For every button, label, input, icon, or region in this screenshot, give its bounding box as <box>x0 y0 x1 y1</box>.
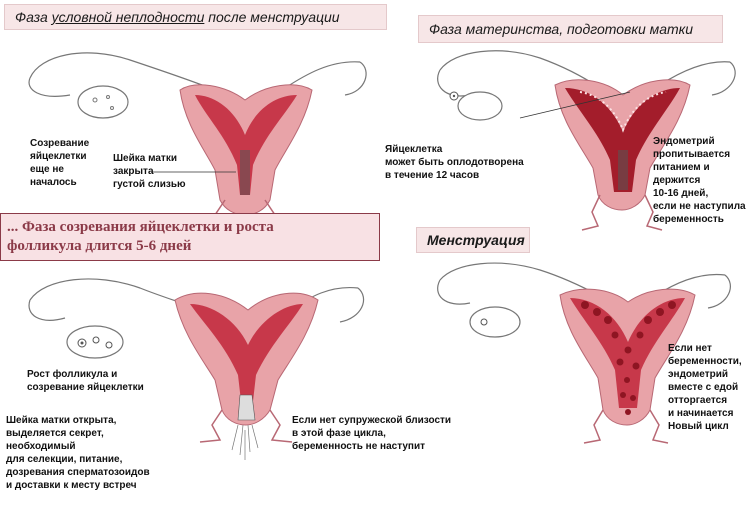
uterus-bottom-left <box>28 278 364 460</box>
sperm-cluster <box>231 424 259 460</box>
uterus-bottom-right <box>437 262 731 444</box>
label-cervix-closed: Шейка матки закрыта густой слизью <box>113 153 186 190</box>
label-new-cycle: Если нет беременности, эндометрий вместе… <box>668 343 742 432</box>
fallopian-tube-left <box>29 52 216 91</box>
title-underlined: условной неплодности <box>51 9 205 25</box>
menstrual-blood-drops <box>581 301 676 415</box>
title-prefix: Фаза <box>15 9 52 25</box>
ovary-left <box>77 85 129 119</box>
label-cervix-open: Шейка матки открыта, выделяется секрет, … <box>6 415 150 491</box>
tube-right <box>284 61 361 89</box>
label-endometrium: Эндометрий пропитывается питанием и держ… <box>653 136 746 225</box>
ovary-bottom-left <box>66 325 124 359</box>
banner-line-2: фолликула длится 5-6 дней <box>7 238 192 254</box>
banner-maturation-phase: ... Фаза созревания яйцеклетки и роста ф… <box>0 213 380 261</box>
uterus-top-right <box>437 50 736 231</box>
ovary-top-right <box>457 91 503 121</box>
label-egg-not-matured: Созревание яйцеклетки еще не началось <box>30 138 90 188</box>
title-menstruation: Менструация <box>416 227 530 253</box>
uterus-top-left <box>28 52 367 233</box>
title-motherhood-phase: Фаза материнства, подготовки матки <box>418 15 723 43</box>
label-follicle-growth: Рост фолликула и созревание яйцеклетки <box>27 369 144 393</box>
ovary-bottom-right <box>469 306 521 338</box>
title-conditional-infertility: Фаза условной неплодности после менструа… <box>4 4 387 30</box>
label-no-intimacy: Если нет супружеской близости в этой фаз… <box>292 415 452 452</box>
label-egg-fertilizable: Яйцеклетка может быть оплодотворена в те… <box>385 144 524 181</box>
title-suffix: после менструации <box>204 9 340 25</box>
banner-line-1: ... Фаза созревания яйцеклетки и роста <box>7 219 274 235</box>
